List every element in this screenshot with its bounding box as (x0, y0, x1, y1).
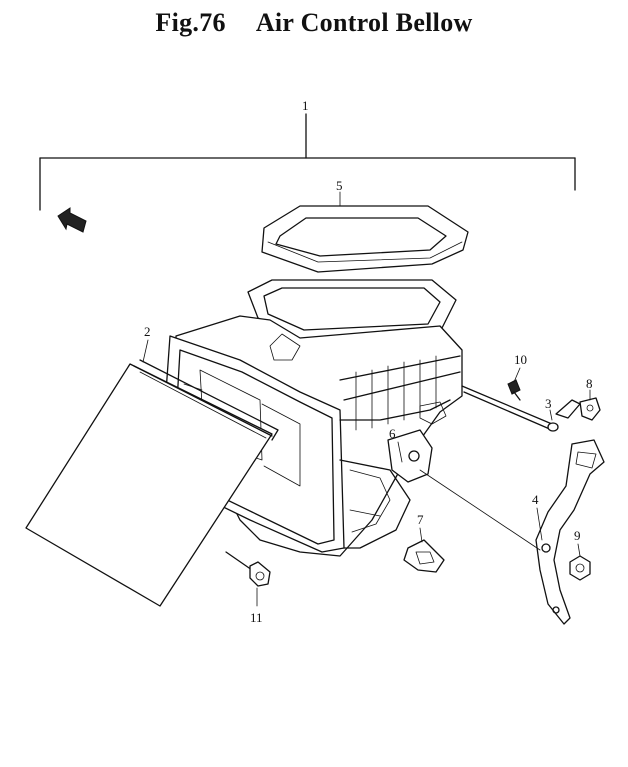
part-9-nut (569, 555, 591, 581)
part-11-bolt (225, 551, 271, 587)
figure-title-text: Air Control Bellow (255, 8, 473, 37)
part-4-bracket (535, 439, 605, 625)
leader-6 (397, 441, 403, 463)
leader-4 (536, 507, 543, 541)
callout-4: 4 (532, 492, 539, 507)
callout-7: 7 (417, 512, 424, 527)
part-2-flap-panel (25, 359, 279, 607)
figure-number: Fig.76 (155, 8, 226, 37)
callout-11: 11 (250, 610, 263, 625)
callout-8: 8 (586, 376, 593, 391)
leader-10 (513, 367, 521, 383)
assembly-bracket (39, 113, 576, 211)
part-1-case-body (163, 279, 463, 557)
part-10-screw (507, 379, 521, 401)
leader-2 (142, 339, 149, 363)
figure-title: Fig.76 Air Control Bellow (0, 8, 628, 38)
part-3-rod (461, 385, 581, 432)
callout-6: 6 (389, 426, 396, 441)
callout-3: 3 (545, 396, 552, 411)
leader-7 (419, 527, 423, 543)
connection-line (419, 469, 541, 551)
leader-3 (549, 409, 553, 421)
leader-9 (577, 543, 581, 557)
callout-9: 9 (574, 528, 581, 543)
callout-10: 10 (514, 352, 527, 367)
callout-1: 1 (302, 98, 309, 113)
callout-5: 5 (336, 178, 343, 193)
front-direction-arrow-icon (57, 207, 87, 233)
part-5-seal-ring (261, 205, 469, 273)
callout-2: 2 (144, 324, 151, 339)
part-8-clip (579, 397, 601, 421)
part-7-clip (403, 539, 445, 573)
